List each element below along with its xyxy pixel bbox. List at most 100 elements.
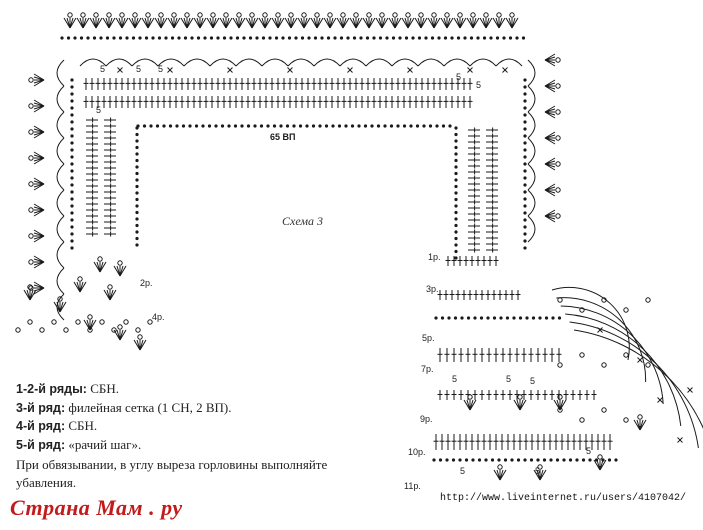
picot-ring (405, 12, 411, 18)
fan-stitch (95, 17, 103, 29)
chain-stitch-dot (523, 162, 527, 166)
chain-stitch-dot (525, 316, 529, 320)
chain-stitch-dot (359, 36, 363, 40)
chain-arc (469, 58, 497, 67)
chain-stitch-dot (188, 124, 192, 128)
fan-stitch (498, 17, 506, 29)
chain-stitch-dot (471, 458, 475, 462)
picot-ring (597, 454, 603, 460)
chain-stitch-dot (581, 458, 586, 462)
chain-stitch-dot (466, 316, 471, 320)
picot-ring (80, 12, 86, 18)
chain-arc (565, 313, 682, 427)
count-label: 5 (530, 376, 536, 386)
picot-ring (197, 12, 203, 18)
chain-stitch-dot (503, 458, 508, 462)
picot-ring (555, 57, 561, 63)
chain-stitch-dot (523, 106, 527, 110)
chain-stitch-dot (523, 211, 527, 215)
picot-ring (28, 233, 34, 239)
chain-stitch-dot (450, 36, 454, 40)
chain-stitch-dot (220, 124, 225, 128)
picot-ring (27, 319, 33, 325)
chain-stitch-dot (324, 124, 329, 128)
fan-stitch (59, 301, 67, 313)
picot-ring (601, 297, 607, 303)
row-label: 10р. (408, 447, 426, 457)
chain-stitch-dot (326, 36, 331, 40)
fan-stitch (119, 329, 127, 341)
fan-stitch (544, 59, 556, 67)
chain-stitch-dot (70, 190, 74, 194)
fan-stitch (469, 399, 477, 411)
chain-stitch-dot (440, 316, 445, 320)
fan-stitch (342, 17, 350, 29)
chain-stitch-dot (194, 124, 199, 128)
chain-arc (551, 286, 630, 361)
source-url[interactable]: http://www.liveinternet.ru/users/4107042… (440, 493, 687, 504)
chain-stitch-dot (233, 124, 238, 128)
row-label: 11р. (404, 481, 421, 491)
row-label: 2р. (140, 278, 153, 288)
picot-ring (288, 12, 294, 18)
legend-row: 1-2-й ряды: СБН. (16, 380, 336, 399)
chain-stitch-dot (454, 210, 458, 215)
chain-stitch-dot (454, 191, 458, 195)
chain-stitch-dot (443, 36, 448, 40)
fan-stitch (544, 85, 556, 93)
fan-stitch (119, 265, 127, 277)
chain-arc (339, 58, 367, 67)
chain-stitch-dot (135, 152, 139, 156)
chain-stitch-dot (292, 124, 296, 128)
picot-ring (28, 155, 34, 161)
fan-stitch (251, 17, 259, 29)
chain-stitch-dot (70, 246, 74, 250)
chain-stitch-dot (482, 36, 487, 40)
chain-stitch-dot (135, 126, 139, 130)
fan-stitch (108, 17, 116, 29)
fan-stitch (459, 17, 467, 29)
chain-arc (56, 267, 65, 295)
chain-stitch-dot (183, 36, 188, 40)
fan-stitch (433, 17, 441, 29)
single-crochet-mark (467, 67, 473, 73)
chain-stitch-dot (135, 236, 139, 241)
fan-stitch (511, 17, 519, 29)
picot-ring (555, 213, 561, 219)
fan-stitch (121, 17, 129, 29)
legend-note: При обвязывании, в углу выреза горловины… (16, 457, 328, 490)
picot-ring (147, 319, 153, 325)
chain-stitch-dot (70, 127, 74, 131)
chain-stitch-dot (135, 158, 139, 163)
chain-stitch-dot (70, 155, 74, 159)
fan-stitch (264, 17, 272, 29)
chain-stitch-dot (454, 223, 458, 228)
chain-stitch-dot (476, 36, 480, 40)
chain-stitch-dot (544, 316, 549, 320)
chain-arc (527, 59, 536, 87)
chain-stitch-dot (614, 458, 618, 462)
chain-stitch-dot (175, 124, 179, 128)
picot-ring (637, 414, 643, 420)
count-label: 5 (476, 80, 482, 90)
chain-stitch-dot (523, 148, 527, 152)
chain-stitch-dot (454, 145, 458, 150)
chain-stitch-dot (142, 124, 147, 128)
chain-stitch-dot (70, 211, 74, 215)
chain-stitch-dot (177, 36, 181, 40)
chain-stitch-dot (135, 191, 139, 195)
chain-stitch-dot (492, 316, 497, 320)
chain-stitch-dot (125, 36, 129, 40)
legend-row-text: СБН. (65, 418, 98, 433)
chain-stitch-dot (149, 124, 153, 128)
fan-stitch (33, 261, 45, 269)
legend-row: 4-й ряд: СБН. (16, 417, 336, 436)
legend-row-text: «рачий шаг». (65, 436, 142, 452)
chain-stitch-dot (523, 113, 527, 117)
chain-stitch-dot (497, 458, 501, 462)
chain-stitch-dot (344, 124, 348, 128)
picot-ring (223, 12, 229, 18)
chain-stitch-dot (523, 458, 527, 462)
fan-stitch (109, 289, 117, 301)
fan-stitch (381, 17, 389, 29)
